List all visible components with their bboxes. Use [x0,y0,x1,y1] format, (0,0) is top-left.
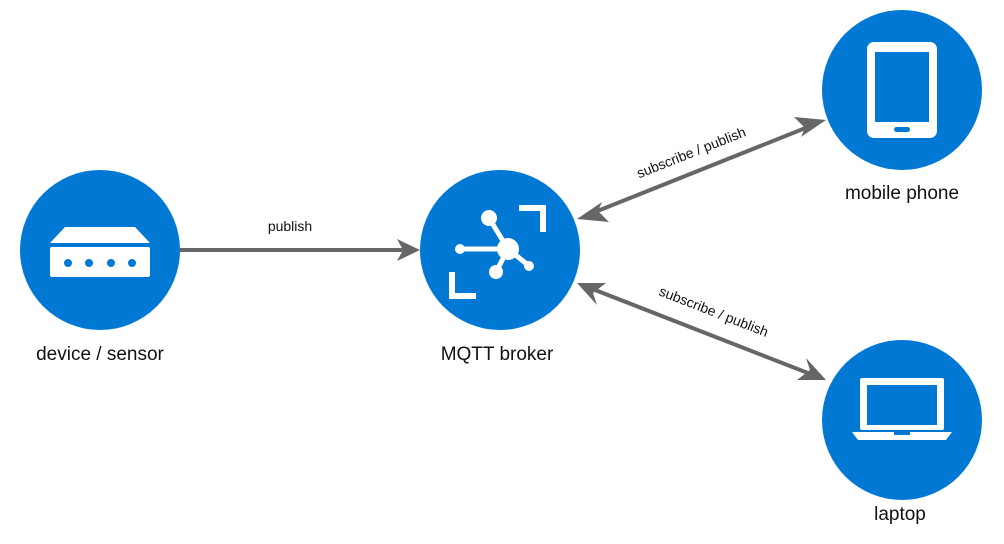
arrowhead [577,283,606,305]
edge-label-publish: publish [268,218,312,234]
arrowhead [577,202,609,222]
edge-line [589,286,814,377]
node-label-mqtt-broker: MQTT broker [441,344,554,365]
arrowhead [797,358,826,380]
hub-icon [449,205,546,299]
node-label-device-sensor: device / sensor [36,344,164,365]
node-device-sensor [20,170,180,330]
node-label-laptop: laptop [874,504,926,525]
edge-device-to-broker [180,239,420,261]
arrowhead [397,239,420,261]
node-mobile-phone [822,10,982,170]
arrowhead [794,117,826,137]
node-mqtt-broker [420,170,580,330]
smartphone-icon [867,42,937,138]
edge-broker-laptop [577,283,826,380]
edge-line [589,123,814,216]
edge-broker-phone [577,117,826,222]
edge-label-subscribe-publish-laptop: subscribe / publish [657,283,771,340]
node-laptop [822,340,982,500]
router-icon [50,227,150,277]
node-label-mobile-phone: mobile phone [845,183,959,204]
laptop-icon [852,378,952,440]
